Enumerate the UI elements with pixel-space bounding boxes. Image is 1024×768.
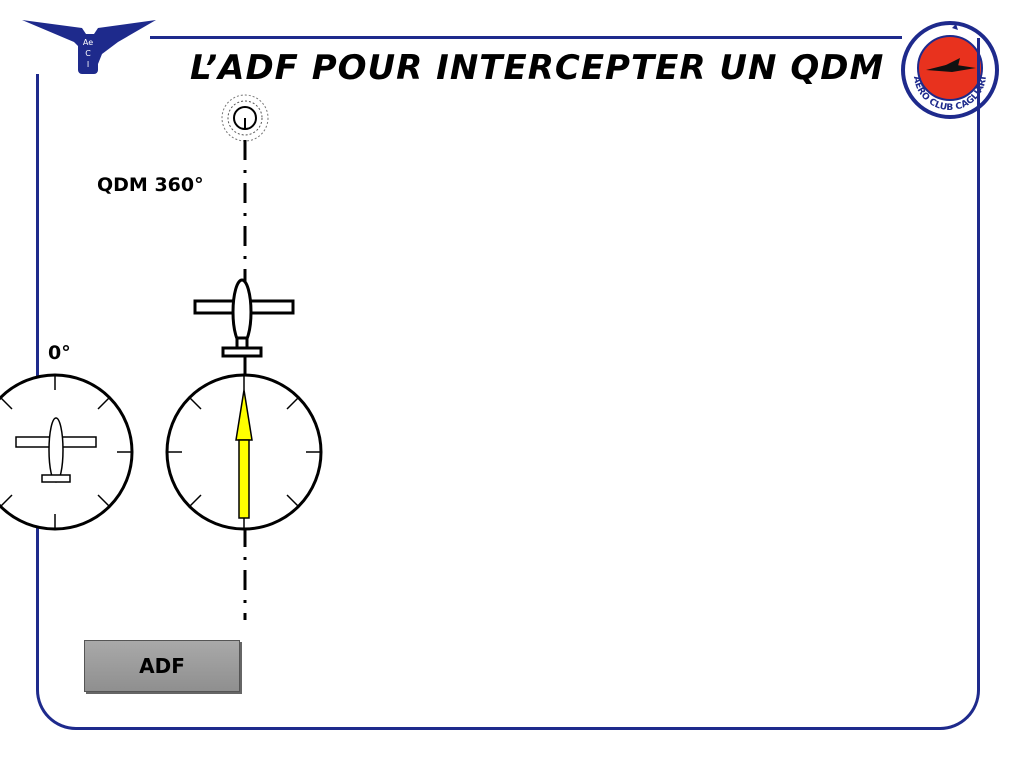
qdm-label: QDM 360° xyxy=(97,174,204,196)
adf-dial xyxy=(165,373,323,531)
aeroclub-wing-logo: Ae C I xyxy=(22,20,156,74)
frame-top-border xyxy=(150,36,902,39)
svg-text:Ae: Ae xyxy=(83,38,93,47)
adf-button[interactable]: ADF xyxy=(84,640,240,692)
svg-text:C: C xyxy=(85,49,91,58)
ndb-beacon-icon xyxy=(221,94,269,142)
airplane-on-radial-icon xyxy=(193,278,295,358)
heading-dial xyxy=(0,373,134,531)
airplane-miniature-icon xyxy=(15,417,97,483)
heading-degree-label: 0° xyxy=(48,342,71,364)
slide-title: L’ADF POUR INTERCEPTER UN QDM xyxy=(190,48,885,88)
adf-needle xyxy=(235,389,253,519)
svg-text:I: I xyxy=(87,60,89,69)
